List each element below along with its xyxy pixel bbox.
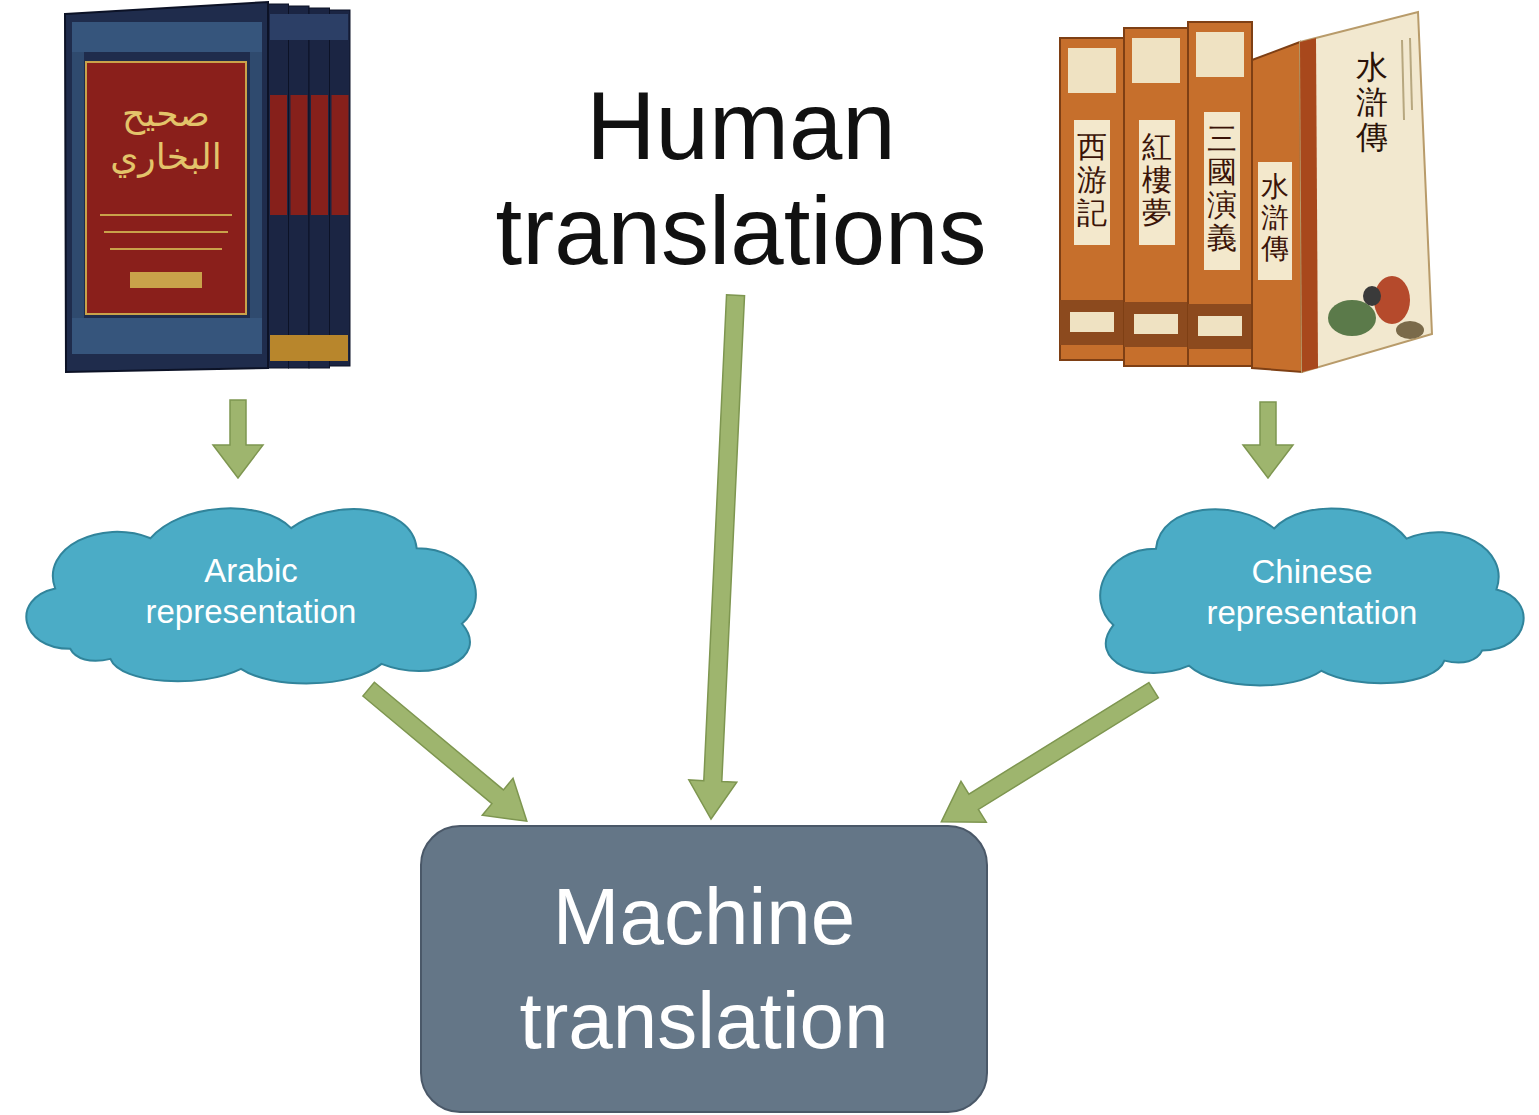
cloud-outline (26, 508, 476, 683)
book-spine (309, 8, 330, 368)
label-box: 紅樓夢 (1142, 130, 1172, 229)
cover-ornament (100, 214, 232, 216)
spine-band (291, 95, 308, 215)
book-spine (1124, 28, 1188, 366)
spine-label (1134, 314, 1178, 334)
spine-title-strip (1204, 112, 1240, 270)
book-cover (1300, 12, 1432, 372)
heading-node: Human translations (456, 70, 1026, 287)
spine-label (1068, 48, 1116, 93)
book-spine (268, 4, 289, 368)
spine-title-strip (1258, 162, 1292, 280)
spine-band (332, 95, 349, 215)
cover-panel (86, 62, 246, 314)
arabic-books (65, 2, 350, 372)
label-box: 水滸傳 (1356, 50, 1388, 156)
node-text: Arabic representation (121, 550, 381, 633)
book-spine (1060, 38, 1124, 360)
node-text: Machine translation (444, 865, 964, 1073)
block-arrow (689, 295, 745, 819)
cover-ornament (1402, 40, 1404, 120)
cover-ornament (130, 272, 202, 288)
book-spine (289, 6, 310, 368)
spine-title-strip (1139, 120, 1175, 245)
spine-label (1132, 38, 1180, 83)
cover-ornament (110, 248, 222, 250)
book-title: 三國演義 (1207, 122, 1237, 254)
node-text: Chinese representation (1182, 551, 1442, 634)
block-arrow (363, 682, 527, 821)
book-title: 水滸傳 (1261, 172, 1289, 264)
book-title: 水滸傳 (1356, 50, 1388, 156)
cloud-node: Arabic representation (10, 498, 492, 684)
block-arrow (941, 683, 1158, 823)
spine-band (270, 335, 348, 361)
cover-border (72, 22, 262, 52)
spine-band (311, 95, 328, 215)
book-title: صحيح البخاري (88, 92, 244, 178)
cover-picture (1363, 286, 1381, 306)
book-spine (1188, 22, 1252, 366)
heading-text: Human translations (471, 74, 1011, 283)
label-box: 三國演義 (1207, 122, 1237, 254)
cover-ornament (1410, 38, 1412, 110)
label-box: صحيح البخاري (88, 92, 244, 178)
cloud-node: Chinese representation (1085, 498, 1539, 686)
cover-ornament (104, 231, 228, 233)
spine-label (1070, 312, 1114, 332)
process-box: Machine translation (420, 825, 988, 1113)
cloud-outline (1100, 508, 1523, 685)
book-cover (65, 2, 268, 372)
book-title: 紅樓夢 (1142, 130, 1172, 229)
spine-band (270, 95, 287, 215)
label-box: 水滸傳 (1261, 172, 1289, 264)
cover-border (72, 318, 262, 354)
cover-stripe (1300, 38, 1318, 372)
spine-band (1060, 300, 1124, 345)
block-arrow (213, 400, 263, 478)
book-spine (330, 10, 351, 366)
cover-border (72, 52, 84, 318)
chinese-books (1060, 12, 1432, 372)
spine-label (1196, 32, 1244, 77)
spine-label (1198, 316, 1242, 336)
cloud-shape (1085, 498, 1539, 686)
spine-band (1188, 304, 1252, 349)
spine-band (1124, 302, 1188, 347)
spine-band (270, 14, 348, 40)
book-spine (1252, 42, 1302, 372)
label-box: 西游記 (1077, 130, 1107, 229)
spine-title-strip (1074, 120, 1110, 245)
book-title: 西游記 (1077, 130, 1107, 229)
block-arrow (1243, 402, 1293, 478)
cover-border (250, 52, 262, 318)
cover-picture (1396, 321, 1424, 339)
cloud-shape (10, 498, 492, 684)
cover-picture (1328, 300, 1376, 336)
